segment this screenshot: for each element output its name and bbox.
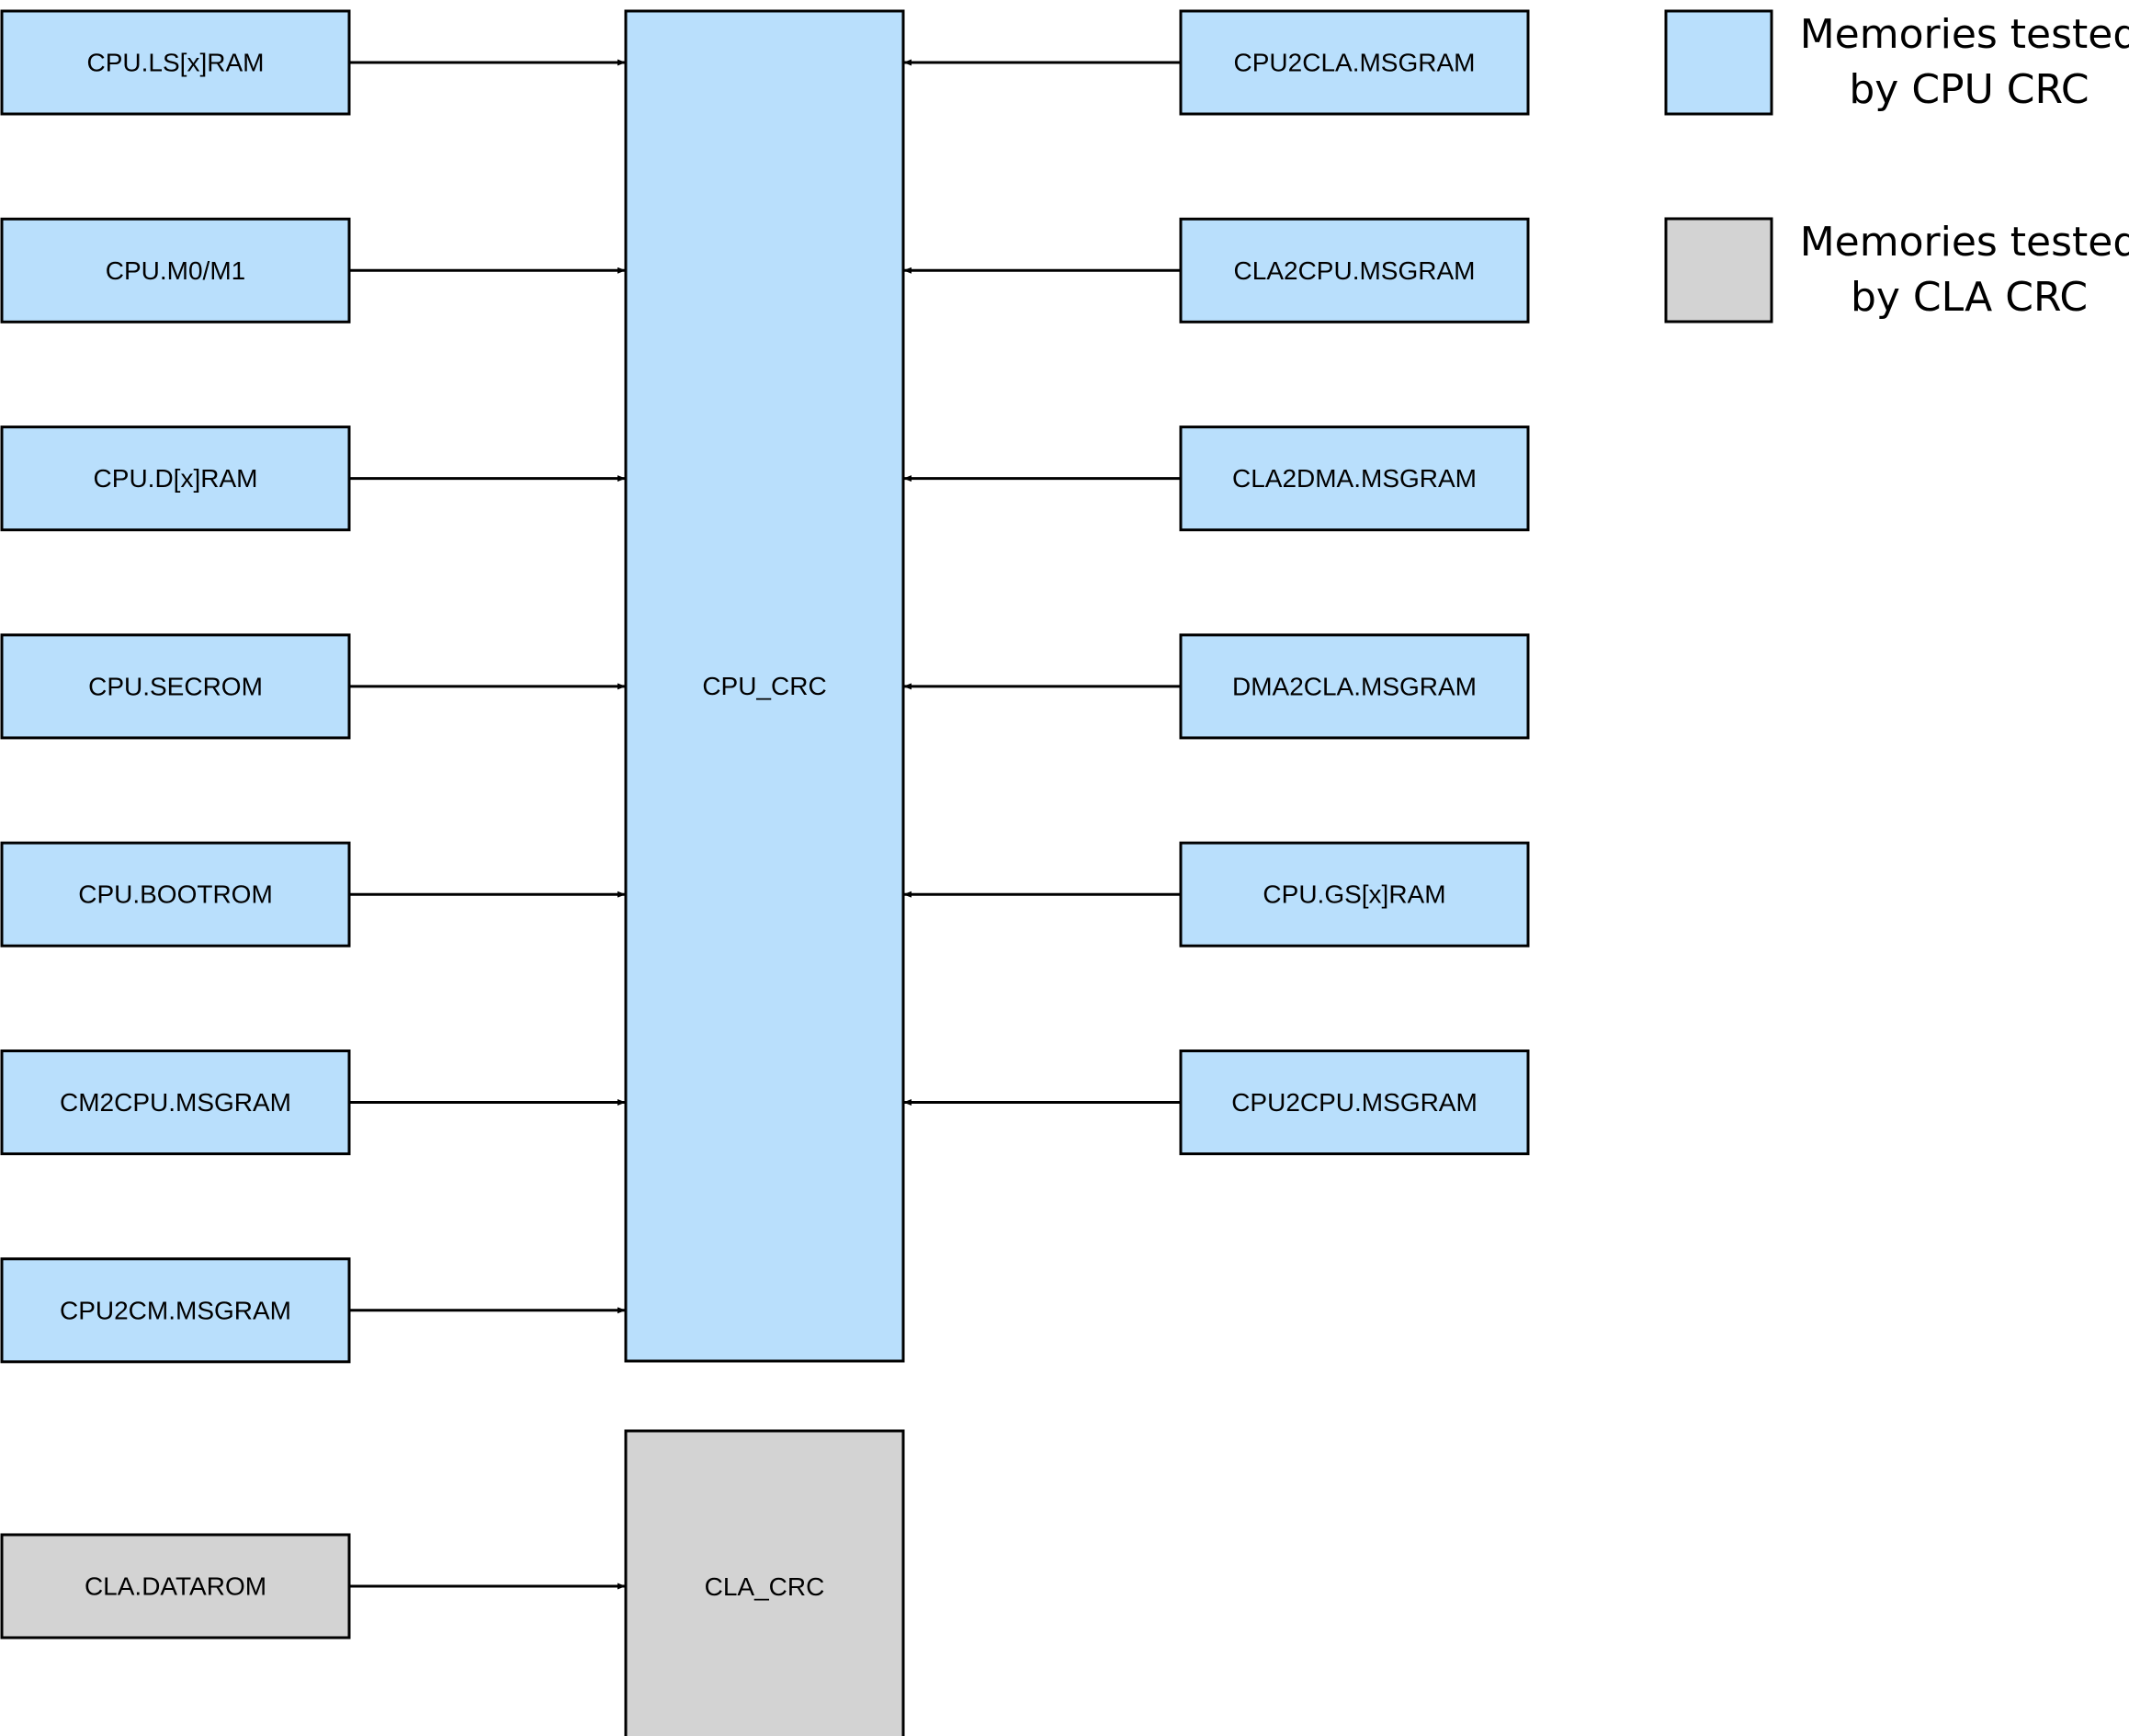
cla-crc-block-rect (624, 1429, 905, 1736)
memory-box-cpu-gs-x-ram: CPU.GS[x]RAM (1179, 841, 1530, 947)
memory-box-cpu2cm-msgram-label: CPU2CM.MSGRAM (60, 1296, 291, 1324)
legend-swatch-cpu (1664, 9, 1773, 116)
memory-box-cpu-bootrom-rect (0, 841, 351, 947)
memory-box-cpu2cla-msgram: CPU2CLA.MSGRAM (1179, 9, 1530, 116)
memory-box-cla-datarom-rect (0, 1533, 351, 1640)
memory-box-cpu-m0-m1-label: CPU.M0/M1 (106, 256, 245, 285)
memory-box-dma2cla-msgram-rect (1179, 633, 1530, 740)
memory-box-cpu-bootrom-label: CPU.BOOTROM (78, 880, 273, 909)
memory-box-cla2cpu-msgram-label: CLA2CPU.MSGRAM (1234, 256, 1476, 285)
legend-label-cpu-line-1: Memories tested (1800, 11, 2129, 58)
memory-box-cpu-d-x-ram-label: CPU.D[x]RAM (94, 464, 258, 493)
memory-box-cpu-secrom-label: CPU.SECROM (88, 672, 263, 700)
memory-box-cpu2cpu-msgram: CPU2CPU.MSGRAM (1179, 1050, 1530, 1155)
memory-box-cpu-bootrom: CPU.BOOTROM (0, 841, 351, 947)
memory-box-cla-datarom: CLA.DATAROM (0, 1533, 351, 1640)
legend-item-cpu: Memories tested by CPU CRC (1664, 9, 2129, 116)
legend-label-cla-line-2: by CLA CRC (1851, 274, 2088, 321)
memory-box-cpu2cm-msgram-rect (0, 1257, 351, 1364)
memory-box-cpu-secrom-rect (0, 633, 351, 740)
legend-swatch-cla (1664, 217, 1773, 323)
memory-box-cpu-m0-m1-rect (0, 217, 351, 323)
memory-box-cpu-m0-m1: CPU.M0/M1 (0, 217, 351, 323)
memory-box-cpu2cm-msgram: CPU2CM.MSGRAM (0, 1257, 351, 1364)
memory-box-cla2cpu-msgram: CLA2CPU.MSGRAM (1179, 217, 1530, 323)
memory-box-cm2cpu-msgram-rect (0, 1050, 351, 1155)
memory-box-cm2cpu-msgram-label: CM2CPU.MSGRAM (60, 1088, 291, 1117)
cpu-crc-block-label: CPU_CRC (702, 672, 826, 700)
memory-box-cpu2cla-msgram-rect (1179, 9, 1530, 116)
cpu-crc-block: CPU_CRC (624, 9, 905, 1363)
memory-box-cla2cpu-msgram-rect (1179, 217, 1530, 323)
cla-crc-block: CLA_CRC (624, 1429, 905, 1736)
memory-box-cla2dma-msgram: CLA2DMA.MSGRAM (1179, 425, 1530, 532)
memory-box-cpu-d-x-ram: CPU.D[x]RAM (0, 425, 351, 532)
memory-box-cpu-ls-x-ram-rect (0, 9, 351, 116)
memory-box-dma2cla-msgram: DMA2CLA.MSGRAM (1179, 633, 1530, 740)
legend-label-cpu-line-2: by CPU CRC (1849, 66, 2089, 113)
memory-box-cla2dma-msgram-rect (1179, 425, 1530, 532)
legend-label-cla-line-1: Memories tested (1800, 219, 2129, 266)
memory-box-cpu-ls-x-ram: CPU.LS[x]RAM (0, 9, 351, 116)
memory-box-cla2dma-msgram-label: CLA2DMA.MSGRAM (1232, 464, 1477, 493)
memory-box-cpu2cpu-msgram-rect (1179, 1050, 1530, 1155)
memory-box-cpu-gs-x-ram-rect (1179, 841, 1530, 947)
memory-box-cpu-gs-x-ram-label: CPU.GS[x]RAM (1263, 880, 1445, 909)
memory-box-cpu-d-x-ram-rect (0, 425, 351, 532)
memory-box-cpu-secrom: CPU.SECROM (0, 633, 351, 740)
memory-box-cla-datarom-label: CLA.DATAROM (85, 1572, 266, 1601)
cpu-crc-block-rect (624, 9, 905, 1363)
legend-item-cla: Memories tested by CLA CRC (1664, 217, 2129, 323)
memory-box-dma2cla-msgram-label: DMA2CLA.MSGRAM (1232, 672, 1477, 700)
memory-box-cpu2cpu-msgram-label: CPU2CPU.MSGRAM (1231, 1088, 1478, 1117)
cla-crc-block-label: CLA_CRC (705, 1572, 825, 1601)
memory-box-cpu-ls-x-ram-label: CPU.LS[x]RAM (87, 49, 265, 77)
memory-box-cpu2cla-msgram-label: CPU2CLA.MSGRAM (1234, 49, 1476, 77)
memory-box-cm2cpu-msgram: CM2CPU.MSGRAM (0, 1050, 351, 1155)
